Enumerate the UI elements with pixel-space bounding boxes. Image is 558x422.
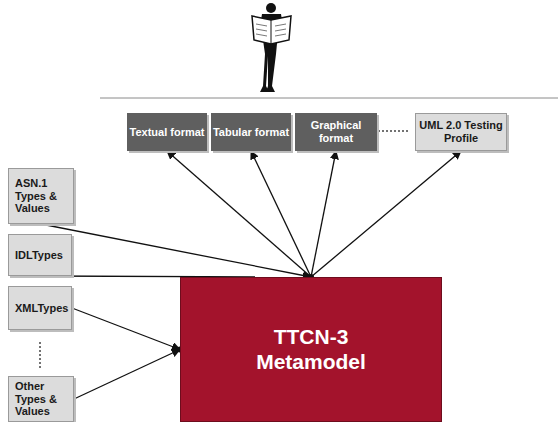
connector-arrow bbox=[74, 350, 180, 400]
type-box: ASN.1 Types & Values bbox=[8, 168, 74, 224]
connector-arrow bbox=[311, 151, 461, 277]
ellipsis-dots bbox=[39, 342, 41, 370]
format-box: Tabular format bbox=[211, 113, 291, 151]
profile-box: UML 2.0 Testing Profile bbox=[415, 113, 507, 151]
node-label: Tabular format bbox=[213, 126, 289, 139]
node-label: IDLTypes bbox=[15, 249, 63, 262]
node-label: ASN.1 Types & Values bbox=[15, 177, 73, 215]
connector-arrow bbox=[251, 151, 311, 277]
type-box: Other Types & Values bbox=[8, 376, 74, 422]
divider-line bbox=[100, 98, 558, 99]
connector-arrow bbox=[72, 308, 180, 350]
type-box: IDLTypes bbox=[8, 234, 72, 276]
node-label: UML 2.0 Testing Profile bbox=[416, 119, 506, 144]
reader-figure bbox=[252, 3, 291, 92]
ellipsis-dots bbox=[378, 130, 410, 132]
connector-arrow bbox=[167, 151, 311, 277]
node-label: Other Types & Values bbox=[15, 380, 73, 418]
node-label: Textual format bbox=[130, 126, 205, 139]
metamodel-box: TTCN-3 Metamodel bbox=[180, 277, 442, 422]
node-label: TTCN-3 Metamodel bbox=[236, 325, 386, 373]
node-label: Graphical format bbox=[295, 119, 377, 144]
format-box: Graphical format bbox=[295, 113, 377, 151]
format-box: Textual format bbox=[127, 113, 207, 151]
connector-arrow bbox=[41, 224, 311, 277]
type-box: XMLTypes bbox=[8, 286, 72, 330]
connector-arrow bbox=[311, 151, 336, 277]
node-label: XMLTypes bbox=[15, 302, 68, 315]
